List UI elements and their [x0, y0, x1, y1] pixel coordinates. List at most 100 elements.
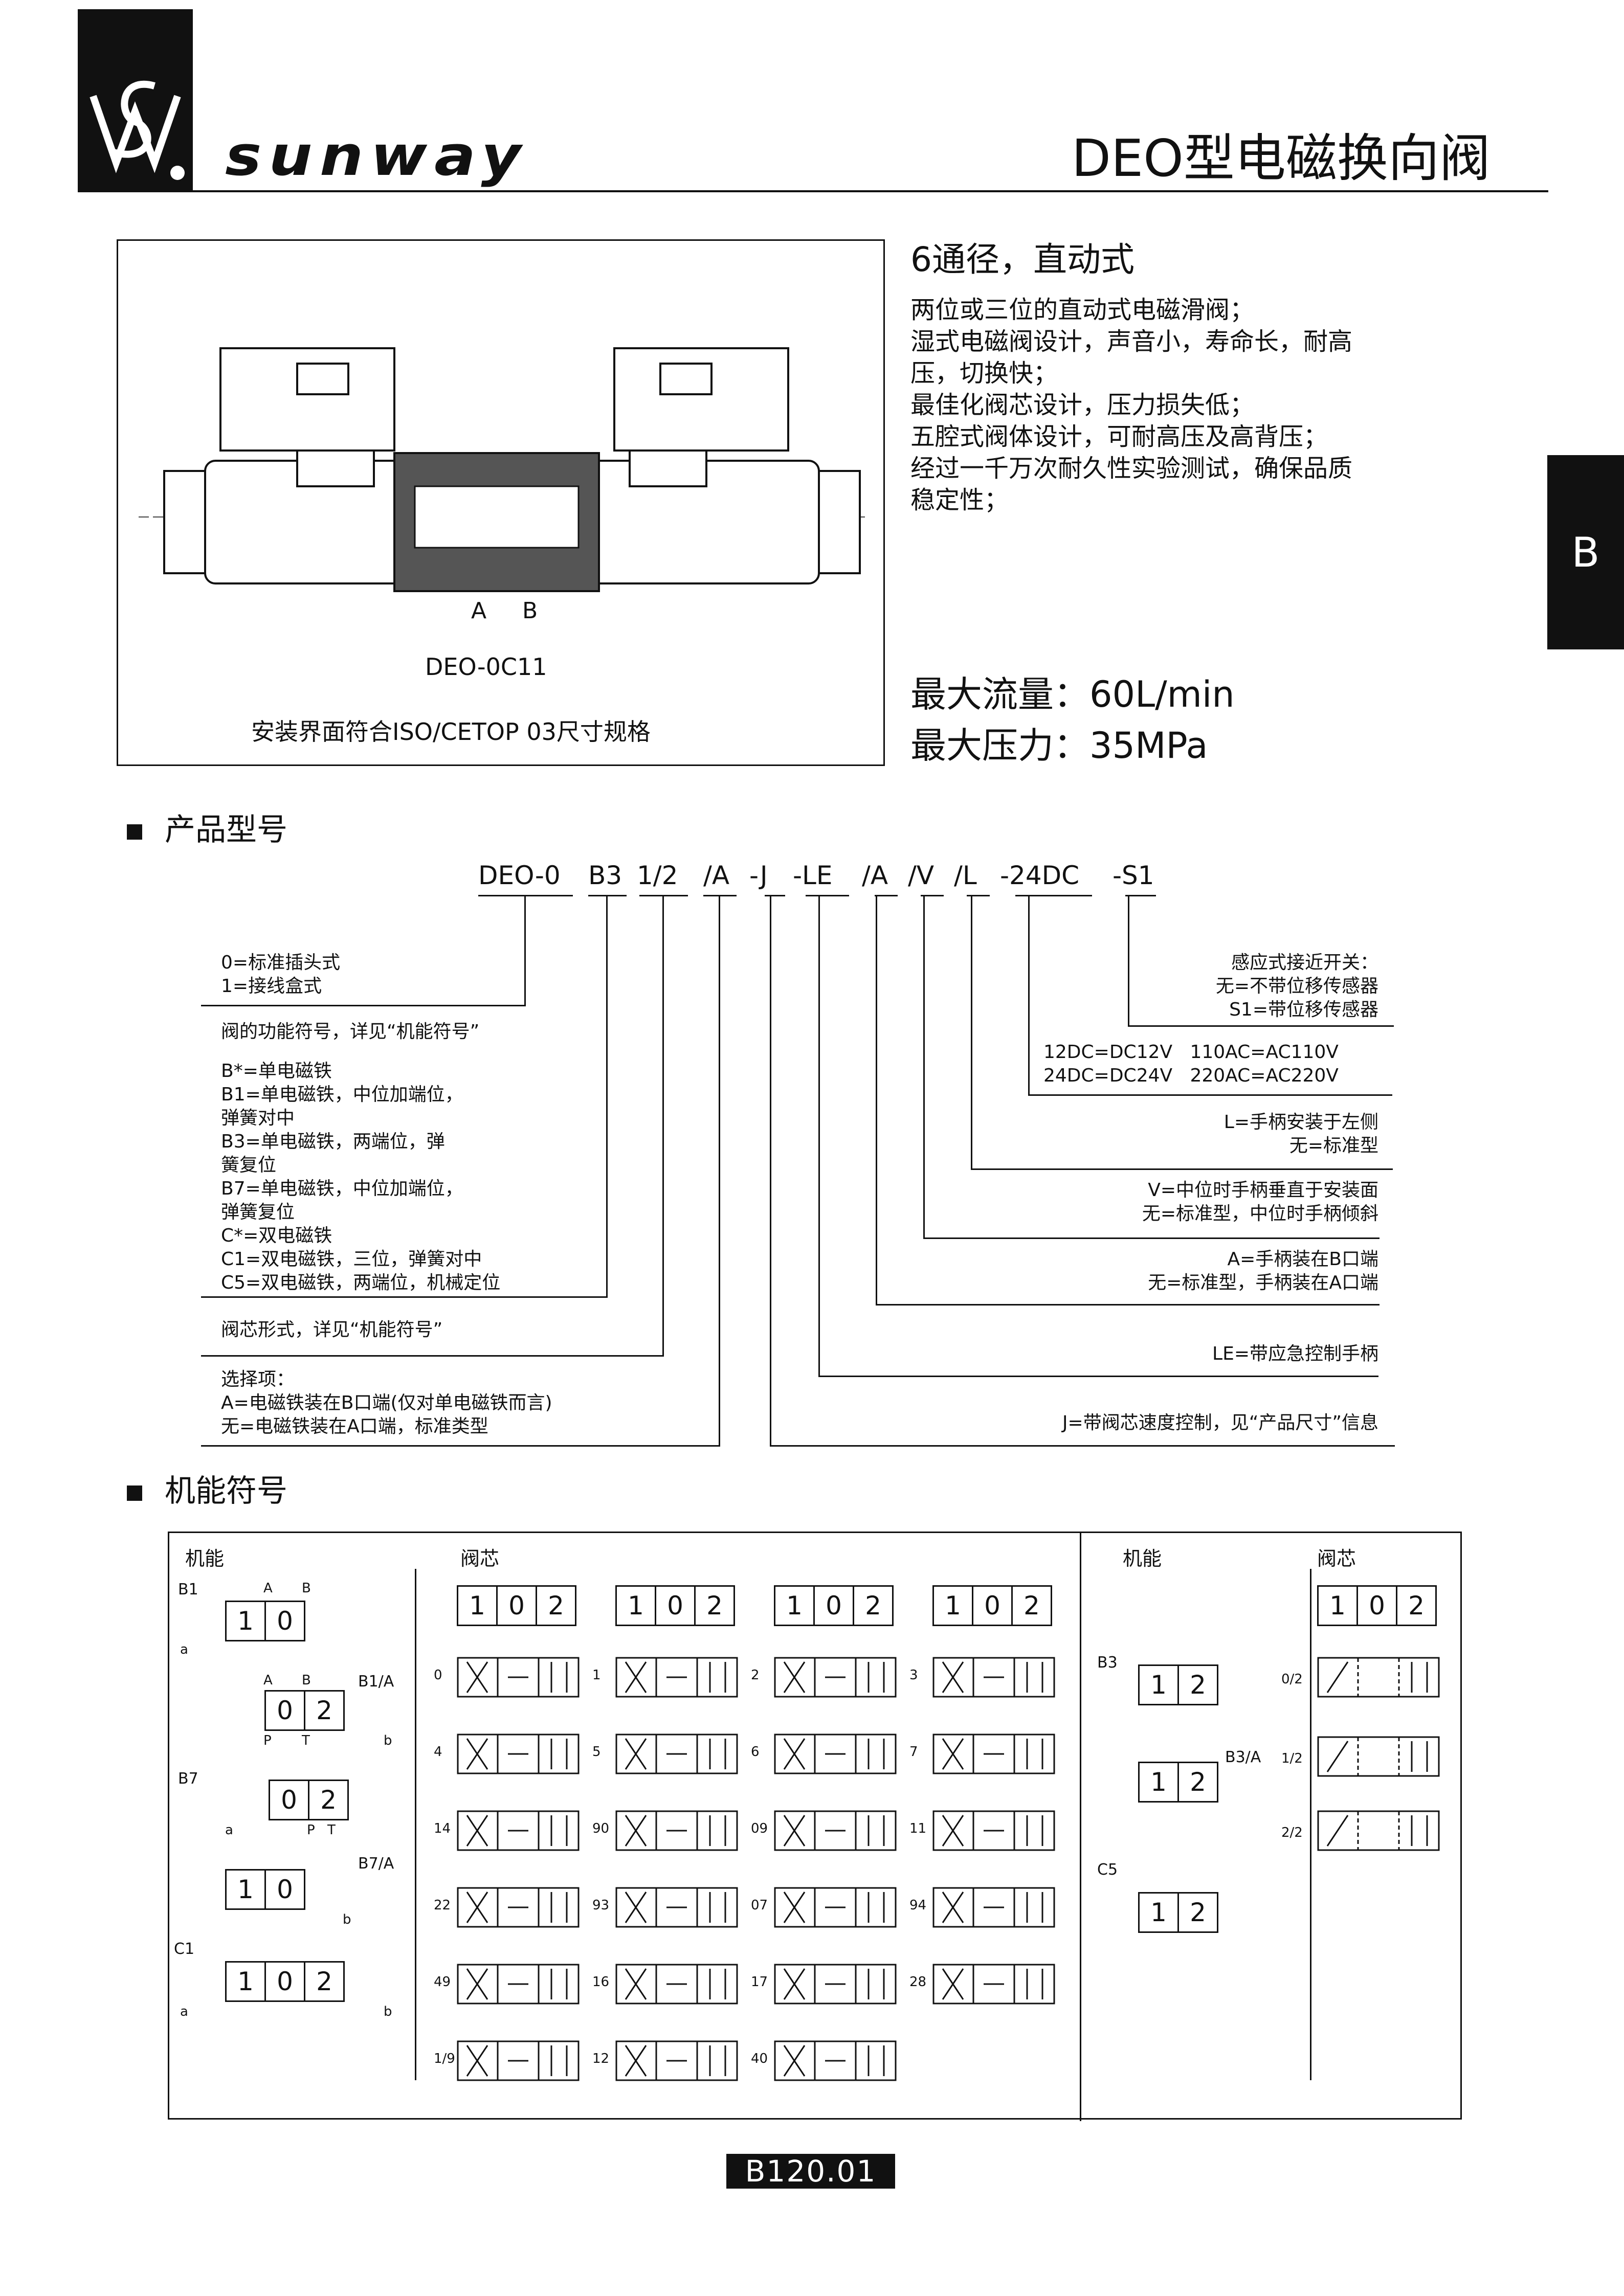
code-part: /A [703, 861, 730, 890]
section-tab-letter: B [1571, 528, 1600, 576]
symbols-panel [168, 1532, 1462, 2121]
spool-code: 1/2 [1281, 1751, 1303, 1766]
position-box: 1 [457, 1585, 498, 1626]
spool-symbol [932, 1734, 1055, 1774]
spool-code: 16 [592, 1974, 610, 1990]
port-label: T [327, 1822, 336, 1838]
col-spool-label-right: 阀芯 [1317, 1547, 1356, 1570]
position-box: 0 [972, 1585, 1013, 1626]
spool-symbol [932, 1810, 1055, 1851]
spool-code: 49 [434, 1974, 451, 1990]
section-tab: B [1547, 455, 1624, 649]
port-label: P [307, 1822, 315, 1838]
note-voltage: 12DC=DC12V 110AC=AC110V 24DC=DC24V 220AC… [1043, 1042, 1339, 1086]
spool-symbol [932, 1657, 1055, 1698]
col-function-label-right: 机能 [1123, 1547, 1162, 1570]
position-box: 2 [1396, 1585, 1437, 1626]
spool-symbol [615, 1657, 738, 1698]
spool-code: 6 [751, 1744, 760, 1760]
code-part: -LE [793, 861, 833, 890]
col-spool-label: 阀芯 [460, 1547, 500, 1570]
feature-line: 湿式电磁阀设计，声音小，寿命长，耐高 [910, 327, 1353, 356]
spool-symbol [932, 1964, 1055, 2005]
function-name: B3 [1097, 1654, 1118, 1672]
model-label: DEO-0C11 [425, 653, 547, 681]
port-label: B [302, 1581, 311, 1596]
code-part: B3 [588, 861, 622, 890]
spool-code: 4 [434, 1744, 442, 1760]
spool-code: 11 [909, 1821, 927, 1836]
max-pressure: 最大压力：35MPa [910, 725, 1208, 767]
spool-code: 3 [909, 1668, 918, 1683]
sol-label: b [343, 1912, 351, 1927]
spool-code: 14 [434, 1821, 451, 1836]
spool-symbol [457, 2040, 580, 2081]
sol-label: a [180, 1642, 188, 1657]
spool-code: 7 [909, 1744, 918, 1760]
feature-line: 压，切换快； [910, 359, 1058, 388]
position-box: 0 [264, 1690, 305, 1731]
spool-code: 12 [592, 2051, 610, 2066]
spool-symbol [615, 1964, 738, 2005]
position-box: 1 [1317, 1585, 1358, 1626]
code-part: -J [749, 861, 768, 890]
position-box: 0 [655, 1585, 696, 1626]
spool-symbol [774, 1887, 897, 1928]
code-part: /V [908, 861, 935, 890]
page-number-badge: B120.01 [726, 2154, 895, 2189]
position-box: 0 [813, 1585, 854, 1626]
sol-label: b [384, 1733, 392, 1748]
function-name: C5 [1097, 1861, 1118, 1879]
position-box: 1 [1138, 1892, 1179, 1933]
position-box: 1 [615, 1585, 656, 1626]
note-sensor: 感应式接近开关： 无=不带位移传感器 S1=带位移传感器 [1215, 952, 1378, 1020]
spool-symbol [774, 1810, 897, 1851]
position-box: 2 [304, 1690, 345, 1731]
spool-symbol [932, 1887, 1055, 1928]
spool-symbol [774, 1734, 897, 1774]
code-part: /A [862, 861, 888, 890]
logo-mark [78, 9, 193, 192]
code-part: -24DC [1000, 861, 1080, 890]
spool-code: 09 [751, 1821, 768, 1836]
position-box: 2 [304, 1961, 345, 2002]
port-b-label: B [522, 598, 538, 624]
spool-symbol [1317, 1736, 1440, 1777]
spool-symbol [457, 1734, 580, 1774]
function-name: B3/A [1225, 1748, 1261, 1766]
position-box: 0 [496, 1585, 537, 1626]
function-name: B1/A [358, 1673, 394, 1691]
spool-code: 93 [592, 1898, 610, 1913]
position-box: 1 [932, 1585, 973, 1626]
feature-line: 最佳化阀芯设计，压力损失低； [910, 391, 1255, 419]
section-bullet [127, 824, 142, 840]
position-box: 1 [225, 1601, 266, 1641]
note-handle-left: L=手柄安装于左侧 无=标准型 [1223, 1112, 1378, 1156]
spool-code: 07 [751, 1898, 768, 1913]
note-options: 选择项： A=电磁铁装在B口端(仅对单电磁铁而言) 无=电磁铁装在A口端，标准类… [221, 1369, 552, 1437]
spool-symbol [774, 1657, 897, 1698]
feature-list: 两位或三位的直动式电磁滑阀； 湿式电磁阀设计，声音小，寿命长，耐高 压，切换快；… [910, 294, 1352, 516]
note-handle-vertical: V=中位时手柄垂直于安装面 无=标准型，中位时手柄倾斜 [1142, 1180, 1378, 1224]
spool-symbol [1317, 1657, 1440, 1698]
code-part: -S1 [1113, 861, 1154, 890]
spool-symbol [457, 1964, 580, 2005]
position-box: 2 [1177, 1762, 1218, 1803]
spool-code: 1 [592, 1668, 601, 1683]
position-box: 1 [1138, 1664, 1179, 1705]
function-name: C1 [174, 1940, 195, 1958]
spool-code: 22 [434, 1898, 451, 1913]
function-name: B1 [178, 1581, 198, 1599]
position-box: 0 [264, 1869, 305, 1910]
code-part: 1/2 [637, 861, 678, 890]
sol-label: a [225, 1822, 233, 1838]
position-box: 2 [1177, 1664, 1218, 1705]
port-label: A [263, 1673, 273, 1688]
feature-line: 两位或三位的直动式电磁滑阀； [910, 296, 1255, 324]
position-box: 2 [536, 1585, 576, 1626]
feature-line: 经过一千万次耐久性实验测试，确保品质 [910, 454, 1353, 483]
note-spool-type: 阀芯形式，详见“机能符号” [221, 1319, 443, 1340]
note-solenoid-types: B*=单电磁铁 B1=单电磁铁，中位加端位， 弹簧对中 B3=单电磁铁，两端位，… [221, 1061, 501, 1293]
port-a-label: A [471, 598, 487, 624]
logo-text: sunway [225, 124, 528, 189]
